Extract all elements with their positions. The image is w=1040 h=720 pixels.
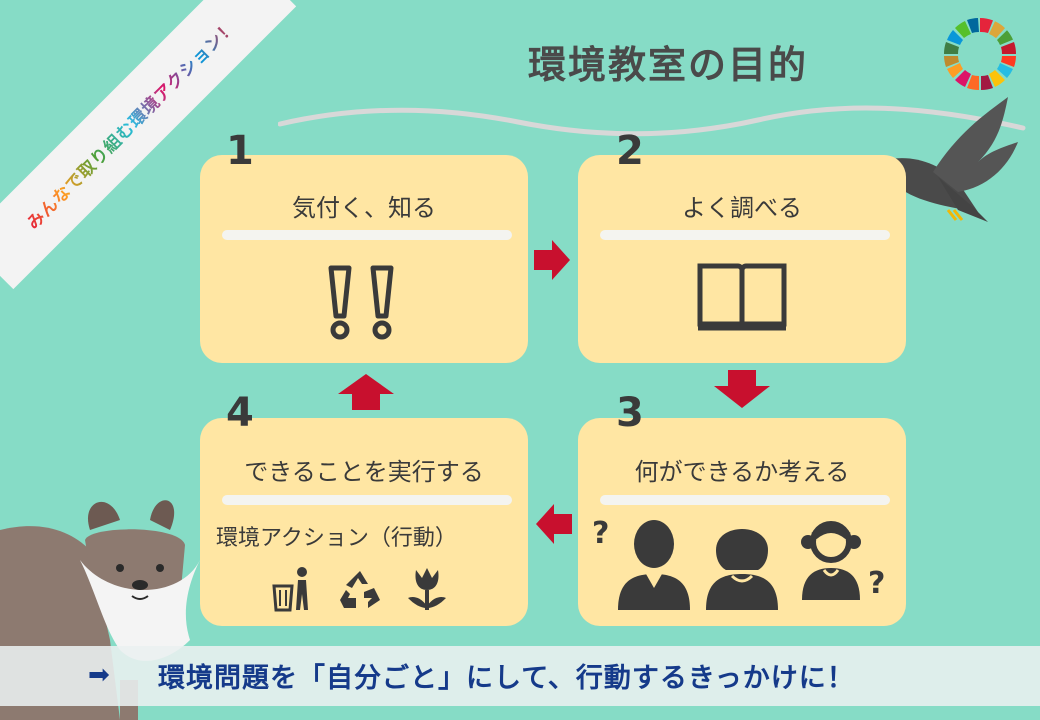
step-1-title: 気付く、知る (292, 194, 436, 222)
arrow-down-icon (714, 370, 770, 408)
person-icon (801, 521, 861, 600)
sdgs-wheel-icon (943, 17, 1017, 91)
step-4-subtitle: 環境アクション（行動） (216, 526, 457, 551)
recycle-icon (340, 571, 380, 608)
bottom-message: 環境問題を「自分ごと」にして、行動するきっかけに！ (158, 663, 855, 694)
arrow-left-icon (536, 504, 572, 544)
exclamation-icon (328, 265, 394, 340)
question-mark-icon: ? (592, 516, 610, 551)
book-icon (697, 263, 787, 331)
step-1-card (200, 155, 528, 363)
step-4-divider (222, 495, 512, 505)
step-2-title: よく調べる (682, 194, 802, 222)
tulip-icon (408, 568, 446, 610)
step-1-divider (222, 230, 512, 240)
bottom-message-strip (0, 646, 1040, 706)
step-2-divider (600, 230, 890, 240)
person-icon (706, 529, 778, 610)
arrow-up-icon (338, 374, 394, 410)
trash-icon (272, 567, 308, 612)
question-mark-icon: ? (868, 566, 886, 601)
step-3-number: 3 (616, 390, 644, 436)
step-1-number: 1 (226, 128, 254, 174)
step-3-divider (600, 495, 890, 505)
arrow-right-icon (534, 240, 570, 280)
bottom-arrow-icon: ➡ (88, 660, 110, 690)
step-4-card (200, 418, 528, 626)
step-3-title: 何ができるか考える (634, 458, 850, 486)
step-4-number: 4 (226, 390, 254, 436)
step-2-number: 2 (616, 128, 644, 174)
page-title: 環境教室の目的 (528, 43, 809, 87)
person-icon (618, 520, 690, 610)
wave-divider (278, 105, 1026, 137)
step-4-title: できることを実行する (244, 458, 484, 486)
